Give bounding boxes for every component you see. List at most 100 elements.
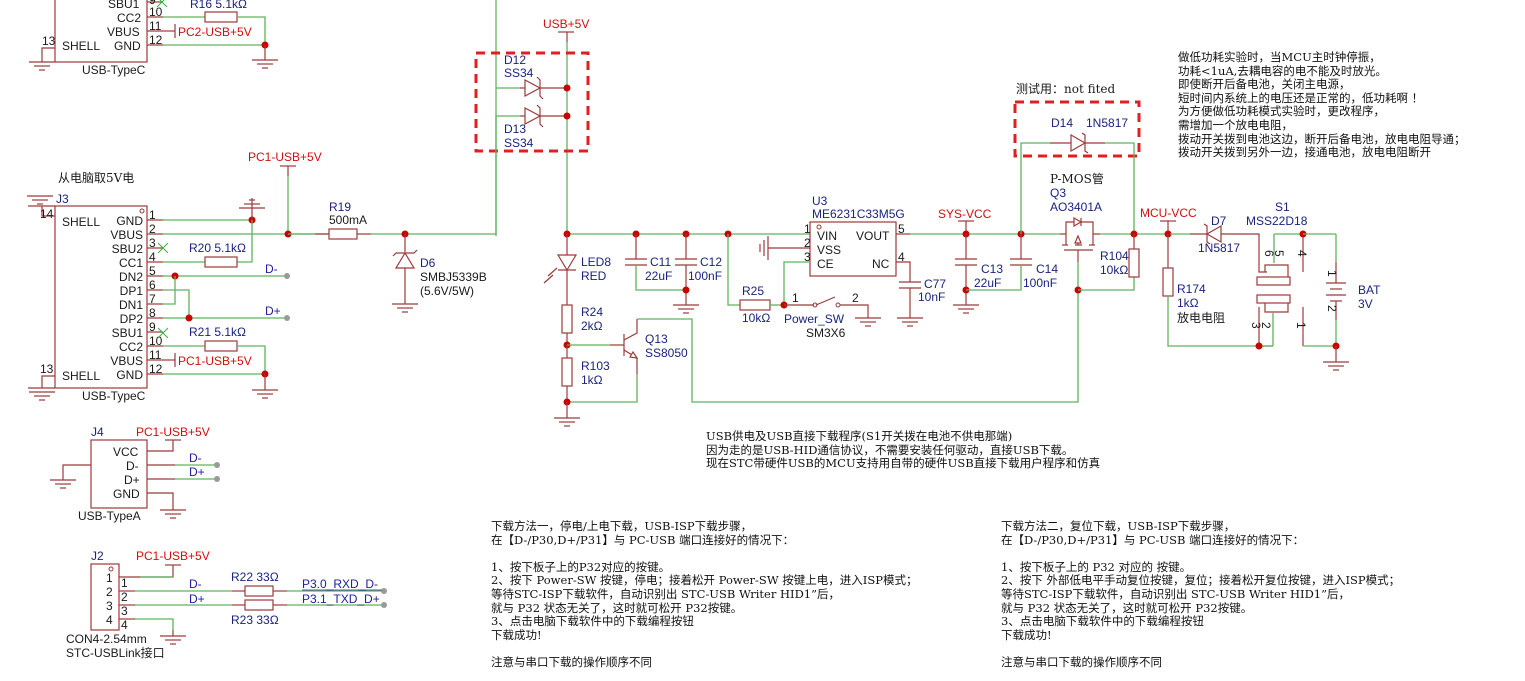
top-usb-typec-connector: SBU1 CC2 VBUS GND 9 10 11 12 SHELL 13 R1… bbox=[28, 0, 279, 77]
download-method-2-note: 下载方法二，复位下载，USB-ISP下载步骤， 在【D-/P30,D+/P31】… bbox=[1001, 519, 1401, 669]
pin-number: 6 bbox=[149, 278, 156, 292]
d13-value: SS34 bbox=[504, 136, 534, 150]
d14-value: 1N5817 bbox=[1086, 116, 1128, 130]
c77-value: 10nF bbox=[918, 290, 945, 304]
pin-name: SHELL bbox=[62, 369, 100, 383]
pin-name: DP1 bbox=[120, 284, 144, 298]
txd-net-label: P3.1_TXD_D+ bbox=[302, 592, 380, 606]
bat-value: 3V bbox=[1358, 297, 1373, 311]
j2-ref: J2 bbox=[91, 549, 104, 563]
pin-name: VIN bbox=[817, 229, 837, 243]
r24-value: 2kΩ bbox=[581, 319, 603, 333]
pin-name: SHELL bbox=[62, 39, 100, 53]
connector-type-label: CON4-2.54mm bbox=[66, 632, 147, 646]
pin-number: 1 bbox=[149, 208, 156, 222]
d-minus-label: D- bbox=[189, 451, 202, 465]
connector-type-label: USB-TypeA bbox=[78, 509, 141, 523]
net-label-mcu-vcc: MCU-VCC bbox=[1140, 206, 1197, 220]
d-plus-label: D+ bbox=[189, 465, 205, 479]
d7-ref: D7 bbox=[1211, 214, 1227, 228]
pin-number: 1 bbox=[106, 571, 113, 585]
power-sw-name[interactable]: Power_SW bbox=[784, 312, 845, 326]
pin-number: 3 bbox=[121, 604, 128, 618]
c11-value: 22uF bbox=[645, 269, 672, 283]
power-input-section: PC1-USB+5V R19 500mA D6 SMBJ5339B (5.6V/… bbox=[248, 0, 497, 313]
pin-number: 2 bbox=[121, 590, 128, 604]
pin-number: 2 bbox=[804, 236, 811, 250]
pin-name: DN2 bbox=[119, 270, 143, 284]
r174-note: 放电电阻 bbox=[1177, 310, 1225, 325]
bat-pin-1: 1 bbox=[1325, 270, 1339, 277]
pin-name: VSS bbox=[817, 243, 841, 257]
pin-number: 4 bbox=[121, 618, 128, 632]
ground-icon bbox=[28, 391, 56, 401]
net-label-pc2-usb5v: PC2-USB+5V bbox=[178, 25, 252, 39]
ground-icon bbox=[672, 304, 700, 314]
ground-icon bbox=[1322, 361, 1350, 371]
c12-ref: C12 bbox=[700, 255, 722, 269]
d-minus-label: D- bbox=[189, 577, 202, 591]
pin-name: SHELL bbox=[62, 215, 100, 229]
pin-number: 2 bbox=[149, 222, 156, 236]
connector-type-label: USB-TypeC bbox=[82, 389, 146, 403]
net-label-sys-vcc: SYS-VCC bbox=[938, 207, 992, 221]
d-plus-label: D+ bbox=[265, 304, 281, 318]
rxd-net-label: P3.0_RXD_D- bbox=[302, 577, 378, 591]
ground-icon bbox=[553, 417, 581, 427]
s1-pin-3: 3 bbox=[1249, 322, 1263, 329]
q13-value: SS8050 bbox=[645, 346, 688, 360]
r104-ref: R104 bbox=[1100, 249, 1129, 263]
r104-value: 10kΩ bbox=[1100, 263, 1128, 277]
net-label-usb5v: USB+5V bbox=[543, 17, 589, 31]
q13-ref: Q13 bbox=[645, 332, 668, 346]
s1-pin-6: 6 bbox=[1262, 250, 1276, 257]
r16-label: R16 5.1kΩ bbox=[190, 0, 247, 11]
ground-icon bbox=[251, 389, 279, 399]
pin-name: GND bbox=[113, 487, 140, 501]
u3-regulator: U3 ME6231C33M5G VIN VSS CE VOUT NC 1 2 3… bbox=[727, 194, 946, 340]
pin-name: SBU2 bbox=[112, 242, 144, 256]
s1-pin-5: 5 bbox=[1272, 250, 1286, 257]
d-minus-label: D- bbox=[265, 262, 278, 276]
ground-icon bbox=[896, 317, 924, 327]
ground-icon bbox=[49, 479, 77, 489]
pin-number: 13 bbox=[40, 362, 54, 376]
d7-value: 1N5817 bbox=[1198, 241, 1240, 255]
s1-pin-1: 1 bbox=[1294, 322, 1308, 329]
battery-section: MCU-VCC D7 1N5817 R174 1kΩ 放电电阻 S1 MSS22… bbox=[1140, 200, 1381, 371]
pin-number: 3 bbox=[106, 599, 113, 613]
pin-number: 7 bbox=[149, 292, 156, 306]
pin-name: DP2 bbox=[120, 312, 144, 326]
r19-ref: R19 bbox=[329, 200, 351, 214]
s1-part: MSS22D18 bbox=[1246, 214, 1308, 228]
q3-part: AO3401A bbox=[1050, 200, 1102, 214]
r19-value: 500mA bbox=[329, 213, 367, 227]
r174-value: 1kΩ bbox=[1177, 296, 1199, 310]
pin-name: SBU1 bbox=[112, 326, 144, 340]
download-method-1-note: 下载方法一，停电/上电下载，USB-ISP下载步骤， 在【D-/P30,D+/P… bbox=[491, 519, 918, 669]
or-diodes-section: USB+5V D12 SS34 D13 SS34 bbox=[474, 17, 590, 236]
bat-pin-2: 2 bbox=[1325, 305, 1339, 312]
s1-pin-4: 4 bbox=[1295, 250, 1309, 257]
pin-name: VBUS bbox=[110, 354, 143, 368]
pin-name: CC2 bbox=[119, 340, 143, 354]
u3-part: ME6231C33M5G bbox=[812, 207, 905, 221]
d6-ref: D6 bbox=[420, 256, 436, 270]
ground-icon bbox=[391, 303, 419, 313]
pin-name: CC2 bbox=[117, 11, 141, 25]
c14-value: 100nF bbox=[1023, 276, 1057, 290]
j2-caption: STC-USBLink接口 bbox=[66, 645, 165, 660]
pin-name: CE bbox=[817, 257, 834, 271]
r22-label: R22 33Ω bbox=[231, 570, 279, 584]
s1-ref: S1 bbox=[1275, 200, 1290, 214]
low-power-note: 做低功耗实验时，当MCU主时钟停振， 功耗<1uA,去耦电容的电不能及时放光。 … bbox=[1178, 50, 1466, 160]
c13-value: 22uF bbox=[974, 276, 1001, 290]
pin-number: 4 bbox=[898, 250, 905, 264]
s1-pin-2: 2 bbox=[1259, 322, 1273, 329]
pin-number: 4 bbox=[106, 613, 113, 627]
pin-name: SBU1 bbox=[108, 0, 140, 11]
pin-name: CC1 bbox=[119, 256, 143, 270]
usb-power-note: USB供电及USB直接下载程序(S1开关拨在电池不供电那端) 因为走的是USB-… bbox=[706, 429, 1101, 471]
highlight-box bbox=[1013, 100, 1141, 158]
pmos-switch-section: 测试用：not fited D14 1N5817 P-MOS管 Q3 AO340… bbox=[1013, 81, 1170, 294]
